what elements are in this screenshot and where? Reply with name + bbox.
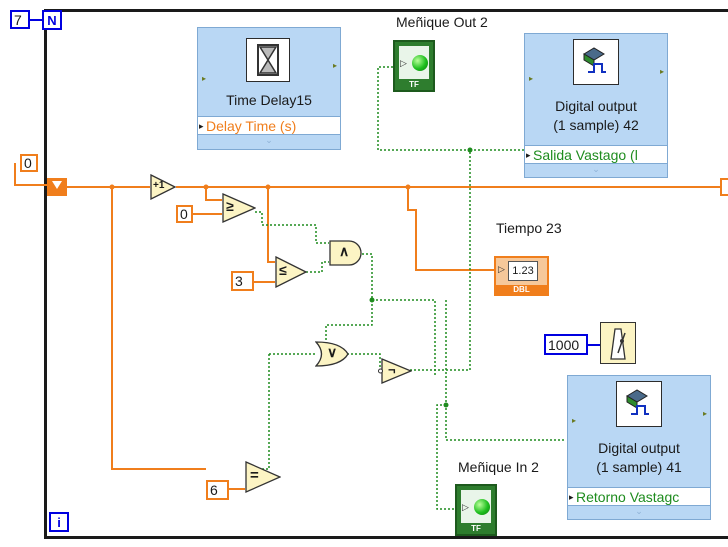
input-arrow-icon: ▷ — [462, 502, 469, 512]
three-constant[interactable]: 3 — [231, 271, 254, 291]
not-label: ¬ — [388, 362, 396, 377]
not-node[interactable]: ¬ — [378, 358, 413, 384]
equal-node[interactable]: = — [245, 461, 282, 493]
or-gate-icon — [314, 341, 349, 367]
loop-count-terminal[interactable]: N — [42, 10, 62, 30]
led-icon — [412, 55, 428, 71]
iteration-terminal[interactable]: i — [49, 512, 69, 532]
right-arrow-icon: ▸ — [659, 67, 664, 76]
wire-junctions — [369, 147, 473, 408]
led-frame: ▷ — [398, 45, 430, 80]
led-icon — [474, 499, 490, 515]
shift-register-right[interactable] — [720, 178, 728, 196]
retorno-vastago-label: Retorno Vastagc — [576, 489, 680, 505]
digital-output-42-expressvi[interactable]: ▸ ▸ Digital output (1 sample) 42 ▸ Salid… — [524, 33, 668, 178]
less-equal-node[interactable]: ≤ — [275, 255, 308, 289]
left-arrow-icon: ▸ — [529, 74, 534, 83]
shift-register-left[interactable] — [47, 178, 67, 196]
input-arrow-icon: ▷ — [498, 264, 505, 274]
digital-output-42-title-line2: (1 sample) 42 — [553, 117, 639, 133]
input-arrow-icon: ▸ — [199, 121, 204, 131]
wait-wire — [588, 344, 600, 346]
zero-constant[interactable]: 0 — [176, 205, 193, 223]
and-gate-icon — [329, 240, 362, 266]
menique-in-label: Meñique In 2 — [458, 459, 539, 475]
input-arrow-icon: ▸ — [526, 150, 531, 160]
salida-vastago-label: Salida Vastago (l — [533, 147, 638, 163]
greater-equal-icon — [222, 193, 257, 223]
delay-time-terminal[interactable]: ▸ Delay Time (s) — [198, 116, 340, 135]
left-arrow-icon: ▸ — [202, 74, 207, 83]
expand-chevron-icon[interactable]: ⌄ — [265, 135, 273, 145]
increment-label: +1 — [153, 180, 165, 191]
right-arrow-icon: ▸ — [332, 61, 337, 70]
digital-output-41-title-line2: (1 sample) 41 — [596, 459, 682, 475]
led-frame: ▷ — [460, 489, 492, 524]
time-delay-title: Time Delay15 — [226, 92, 312, 108]
or-node[interactable]: ∨ — [314, 341, 349, 367]
greater-equal-node[interactable]: ≥ — [222, 193, 257, 223]
hourglass-icon — [257, 44, 279, 76]
equal-label: = — [250, 467, 259, 484]
count-wire — [30, 19, 42, 21]
right-arrow-icon: ▸ — [702, 409, 707, 418]
delay-time-label: Delay Time (s) — [206, 118, 297, 134]
down-arrow-icon — [52, 181, 62, 189]
time-delay-expressvi[interactable]: ▸ ▸ Time Delay15 ▸ Delay Time (s) ⌄ — [197, 27, 341, 150]
less-equal-icon — [275, 255, 308, 289]
menique-out-indicator[interactable]: ▷ TF — [393, 40, 435, 92]
dbl-type-badge: DBL — [496, 285, 547, 294]
digital-output-41-title-line1: Digital output — [598, 440, 680, 456]
and-node[interactable]: ∧ — [329, 240, 365, 266]
bool-type-badge: TF — [409, 80, 419, 89]
wait-ms-constant[interactable]: 1000 — [544, 334, 588, 355]
and-label: ∧ — [339, 243, 350, 259]
tiempo-display: 1.23 — [508, 261, 538, 281]
bool-type-badge: TF — [471, 524, 481, 533]
left-arrow-icon: ▸ — [572, 416, 577, 425]
shift-register-init-constant[interactable]: 0 — [20, 154, 38, 172]
increment-node[interactable]: +1 — [150, 173, 177, 201]
greater-equal-label: ≥ — [226, 198, 234, 214]
tiempo-indicator[interactable]: ▷ 1.23 DBL — [494, 256, 549, 296]
expand-chevron-icon[interactable]: ⌄ — [635, 506, 643, 516]
digital-output-41-expressvi[interactable]: ▸ ▸ Digital output (1 sample) 41 ▸ Retor… — [567, 375, 711, 520]
daq-icon-box — [616, 381, 662, 427]
for-loop-frame[interactable] — [44, 9, 728, 539]
menique-out-label: Meñique Out 2 — [396, 14, 488, 30]
or-label: ∨ — [327, 344, 338, 360]
expand-chevron-icon[interactable]: ⌄ — [592, 164, 600, 174]
input-arrow-icon: ▸ — [569, 492, 574, 502]
daq-icon-box — [573, 39, 619, 85]
salida-vastago-terminal[interactable]: ▸ Salida Vastago (l — [525, 145, 667, 164]
metronome-icon — [610, 328, 626, 360]
input-arrow-icon: ▷ — [400, 58, 407, 68]
six-constant[interactable]: 6 — [206, 480, 229, 500]
int-wire-junctions — [109, 184, 411, 190]
boolean-wires — [245, 66, 566, 510]
wait-ms-node[interactable] — [600, 322, 636, 364]
daq-assistant-icon — [583, 47, 606, 73]
equal-icon — [245, 461, 282, 493]
daq-assistant-icon — [626, 389, 649, 415]
digital-output-42-title-line1: Digital output — [555, 98, 637, 114]
time-delay-icon-box — [246, 38, 290, 82]
retorno-vastago-terminal[interactable]: ▸ Retorno Vastagc — [568, 487, 710, 506]
increment-icon — [150, 173, 177, 201]
menique-in-indicator[interactable]: ▷ TF — [455, 484, 497, 536]
tiempo-label: Tiempo 23 — [496, 220, 562, 236]
loop-count-constant[interactable]: 7 — [10, 10, 30, 29]
less-equal-label: ≤ — [279, 262, 287, 278]
not-gate-icon — [378, 358, 413, 384]
